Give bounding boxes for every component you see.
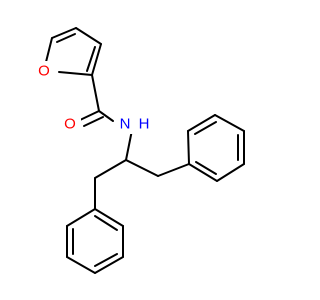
bond-phenyl-b-4 xyxy=(94,256,124,274)
bond-phenyl-b-6 xyxy=(94,208,124,227)
bond-carbonyl-o-1 xyxy=(79,110,100,121)
amide-nitrogen-label: N xyxy=(120,116,131,133)
bonds xyxy=(45,27,245,274)
bond-phenyl-a-inner-1 xyxy=(194,121,217,135)
bond-furan-o-c2 xyxy=(45,37,53,63)
bond-ch-ch2-right xyxy=(125,159,159,177)
bond-furan-c2-c3 xyxy=(51,27,77,39)
furan-oxygen-label: O xyxy=(38,63,50,80)
amide-hydrogen-label: H xyxy=(139,116,150,133)
amide-hydrogen-bg xyxy=(135,114,155,134)
bond-carbonyl-n xyxy=(98,110,114,122)
bond-phenyl-a-1 xyxy=(187,130,190,165)
bond-ch2-right-phenyl xyxy=(157,163,190,177)
bond-furan-c2-c3-inner xyxy=(56,33,76,43)
bond-carbonyl-o-2 xyxy=(83,116,104,127)
bond-furan-c5-o xyxy=(58,71,93,76)
bond-furan-c3-c4 xyxy=(75,27,102,45)
bond-phenyl-a-2 xyxy=(187,114,216,132)
bond-c5-carbonyl xyxy=(91,74,100,112)
bond-phenyl-b-3 xyxy=(66,256,96,274)
bond-furan-c4-c5 xyxy=(91,43,102,76)
bond-ch-ch2-left xyxy=(94,159,127,179)
bond-n-ch xyxy=(125,129,133,161)
structure-canvas: O O N H xyxy=(34,27,245,274)
atom-labels: O O N H xyxy=(34,61,155,134)
amide-nitrogen-bg xyxy=(116,114,136,134)
bond-phenyl-b-inner-3 xyxy=(94,215,118,231)
furan-oxygen-bg xyxy=(34,61,56,81)
bond-phenyl-a-6 xyxy=(188,163,218,182)
bond-phenyl-a-inner-3 xyxy=(195,161,217,175)
bond-phenyl-b-inner-2 xyxy=(94,253,118,267)
bond-phenyl-a-3 xyxy=(214,114,245,132)
carbonyl-oxygen-bg xyxy=(59,114,81,134)
carbonyl-oxygen-label: O xyxy=(64,116,76,133)
bond-phenyl-a-5 xyxy=(216,163,245,182)
bond-phenyl-b-1 xyxy=(66,208,96,227)
bond-furan-c4-c5-inner xyxy=(86,46,96,72)
